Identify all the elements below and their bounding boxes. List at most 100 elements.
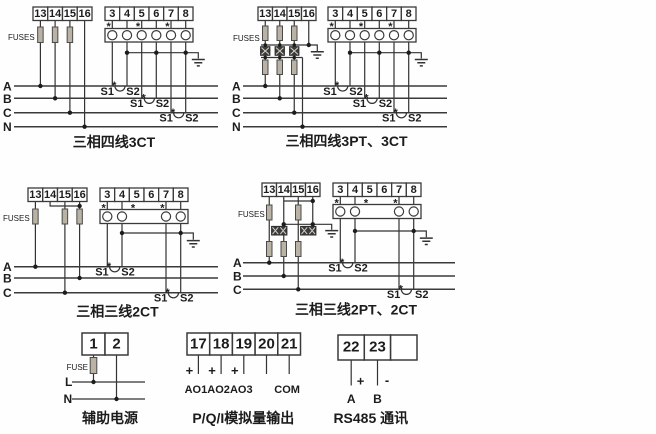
wires xyxy=(34,201,194,293)
terminal-cell xyxy=(337,334,366,361)
ct-s1-label: S1 xyxy=(353,98,366,110)
terminal-label: 16 xyxy=(73,189,85,201)
ct-s1-label: S1 xyxy=(382,113,395,125)
ct-polarity-asterisk: * xyxy=(394,107,399,119)
terminal-label: 16 xyxy=(303,8,315,20)
screw-terminal xyxy=(349,206,361,217)
terminal-label: 8 xyxy=(406,8,412,20)
polarity-asterisk: * xyxy=(364,198,369,210)
phase-label-b: B xyxy=(3,92,12,106)
terminal-label: 6 xyxy=(381,184,387,196)
fuses xyxy=(37,26,74,43)
terminal-label: 17 xyxy=(190,336,207,353)
terminal-label: 7 xyxy=(168,8,174,20)
fuse xyxy=(295,241,302,257)
polarity-asterisk: * xyxy=(136,21,141,33)
screw-terminal xyxy=(374,30,385,41)
junction-dot xyxy=(306,42,311,48)
fuses xyxy=(262,25,298,75)
fuses-label: FUSES xyxy=(233,34,260,43)
phase-lines xyxy=(14,85,218,128)
pt-transformers xyxy=(260,46,300,56)
junction-dot xyxy=(277,55,282,60)
plus-sign: + xyxy=(357,374,365,389)
ct-s2-label: S2 xyxy=(354,263,367,275)
common-label: COM xyxy=(274,384,300,396)
screw-terminal xyxy=(160,211,172,222)
fuse xyxy=(291,25,298,41)
polarity-asterisk: * xyxy=(165,21,170,33)
phase-label-b: B xyxy=(233,270,242,284)
ct-polarity-asterisk: * xyxy=(112,80,117,92)
polarity-asterisk: * xyxy=(335,198,340,210)
phase-label-a: A xyxy=(3,80,12,94)
terminal-cell xyxy=(277,332,302,356)
polarity-asterisk: * xyxy=(393,198,398,210)
terminal-label: 8 xyxy=(411,184,417,196)
junction-dot xyxy=(114,396,119,402)
screw-terminal xyxy=(107,30,118,41)
diagram-caption: 三相三线2CT xyxy=(76,304,159,320)
terminal-label: 14 xyxy=(49,8,62,20)
terminal-label: 4 xyxy=(347,8,354,20)
junction-dot xyxy=(406,50,411,55)
fuses-label: FUSES xyxy=(238,210,265,219)
ct-symbols: S1 * S2 S1 * S2 S1 * S2 xyxy=(323,80,421,124)
fuse xyxy=(66,26,74,43)
fuse xyxy=(262,59,269,75)
junction-dot xyxy=(292,43,297,47)
terminal-label: 15 xyxy=(292,184,304,196)
ct-coil-arcs xyxy=(114,85,185,119)
ground-icon xyxy=(325,229,339,238)
screw-terminal xyxy=(151,30,162,41)
junction-dot xyxy=(263,83,268,89)
terminal-label: 5 xyxy=(367,184,373,196)
screw-terminal xyxy=(330,30,341,41)
pt-transformers xyxy=(271,225,317,236)
ct-coil-arcs xyxy=(109,266,180,299)
phase-label-c: C xyxy=(232,106,241,120)
ct-symbols: S1 * S2 S1 * S2 S1 * S2 xyxy=(101,80,199,124)
terminal-label: 19 xyxy=(235,336,252,353)
screw-terminal xyxy=(359,30,370,41)
diagram-three-phase-four-wire-3pt-3ct: 13 14 15 16 FUSES 3 xyxy=(232,6,447,149)
terminal-cell xyxy=(71,187,88,203)
fuse xyxy=(280,241,287,257)
junction-dot xyxy=(292,110,297,115)
fuses-label: FUSES xyxy=(3,214,30,223)
terminal-label: 4 xyxy=(119,189,126,201)
screw-terminal xyxy=(116,211,128,222)
screw-terminal xyxy=(335,206,346,217)
current-terminal-strip: 3 4 5 6 7 8 * * * xyxy=(332,182,422,220)
screw-terminal-box xyxy=(332,203,422,220)
junction-dot xyxy=(263,55,268,60)
terminal-label: 14 xyxy=(274,8,287,20)
junction-dot xyxy=(300,124,305,129)
junction-dot xyxy=(62,290,68,295)
terminal-label: 1 xyxy=(89,336,97,353)
analog-output-terminals: 17 18 19 20 21 + + + AO1 AO2 AO3 COM P/Q… xyxy=(185,332,302,426)
ct-s2-label: S2 xyxy=(408,113,421,125)
phase-lines xyxy=(243,85,447,128)
line-label-l: L xyxy=(65,375,72,389)
fuse xyxy=(61,208,69,225)
voltage-terminal-strip: 13 14 15 16 xyxy=(257,6,317,22)
terminal-label: 15 xyxy=(59,189,71,201)
ct-polarity-asterisk: * xyxy=(340,257,345,269)
ct-s2-label: S2 xyxy=(180,293,193,305)
terminal-cell xyxy=(405,182,422,198)
screw-terminal xyxy=(403,30,414,41)
polarity-asterisk: * xyxy=(160,203,165,215)
fuse xyxy=(76,208,83,225)
terminal-label: 16 xyxy=(78,8,90,20)
ct-s2-label: S2 xyxy=(121,267,134,279)
terminal-label: 7 xyxy=(163,189,169,201)
junction-dot xyxy=(292,55,297,60)
terminal-label: 6 xyxy=(148,189,154,201)
terminal-label: 15 xyxy=(288,8,300,20)
phase-label-a: A xyxy=(233,256,242,270)
terminal-cell xyxy=(76,6,93,22)
pt-winding xyxy=(300,225,317,236)
current-terminal-strip: 3 4 5 6 7 8 * * * xyxy=(327,6,417,43)
